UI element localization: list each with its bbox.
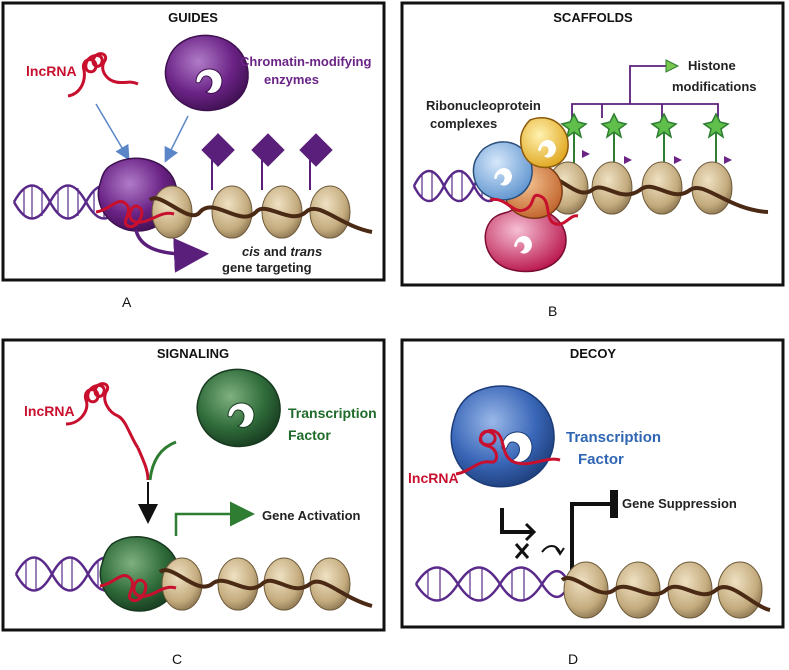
guides-lncrna-strand (67, 52, 139, 98)
signaling-green-strand (148, 440, 177, 481)
guides-enzyme-label-1: Chromatin-modifying (240, 54, 371, 69)
guides-nucleosomes (148, 185, 373, 239)
signaling-tf-label-2: Factor (288, 427, 331, 443)
signaling-bound-tf (99, 536, 180, 612)
guides-arrow-enzyme (164, 115, 189, 163)
decoy-suppression-bar (570, 490, 618, 572)
signaling-bound-lncrna (99, 574, 177, 603)
guides-targeting-arrow (134, 229, 209, 273)
decoy-suppression-label: Gene Suppression (622, 496, 737, 511)
signaling-tf-label-1: Transcription (288, 405, 377, 421)
guides-enzyme-label-2: enzymes (264, 72, 319, 87)
panel-signaling: SIGNALING lncRNA Transcription Factor Ge… (1, 338, 386, 667)
signaling-lncrna-strand (65, 382, 140, 449)
decoy-tf-label-2: Factor (578, 451, 624, 468)
signaling-lncrna-label: lncRNA (24, 403, 75, 419)
panel-scaffolds: SCAFFOLDS Histone modifications Ribonucl… (400, 1, 785, 319)
scaffolds-histone-arrow-head (665, 59, 680, 73)
panel-label-a: A (122, 294, 132, 310)
panel-decoy: DECOY lncRNA Transcription Factor Gene S… (400, 338, 785, 667)
guides-lncrna-label: lncRNA (26, 63, 77, 79)
panel-guides: GUIDES lncRNA Chromatin-modifying enzyme… (1, 1, 386, 310)
scaffolds-histone-label-2: modifications (672, 79, 757, 94)
decoy-lncrna-strand (455, 429, 561, 476)
scaffolds-bracket (571, 65, 719, 118)
guides-bound-lncrna (95, 200, 175, 229)
guides-histone-marks (201, 132, 333, 190)
decoy-transcription-factor (450, 385, 555, 488)
scaffolds-lncrna-strand (489, 193, 579, 226)
decoy-lncrna-label: lncRNA (408, 470, 459, 486)
decoy-tf-label-1: Transcription (566, 429, 661, 446)
signaling-transcription-factor (196, 368, 281, 448)
guides-targeting-label-1: cis and trans (242, 244, 322, 259)
scaffolds-rnp-label-1: Ribonucleoprotein (426, 98, 541, 113)
guides-targeting-label-2: gene targeting (222, 260, 312, 275)
panel-scaffolds-title: SCAFFOLDS (553, 10, 633, 25)
scaffolds-histone-label-1: Histone (688, 58, 736, 73)
guides-arrow-lncrna (95, 103, 130, 161)
scaffolds-star-marks (560, 112, 732, 170)
panel-decoy-title: DECOY (570, 346, 617, 361)
panel-label-b: B (548, 303, 557, 319)
scaffolds-rnp-label-2: complexes (430, 116, 497, 131)
decoy-nucleosomes (560, 561, 771, 619)
signaling-activation-label: Gene Activation (262, 508, 361, 523)
signaling-nucleosomes (158, 557, 373, 611)
decoy-dna-helix (414, 566, 568, 602)
panel-guides-title: GUIDES (168, 10, 218, 25)
panel-label-c: C (172, 651, 182, 667)
guides-enzyme (164, 34, 249, 112)
decoy-blocked-binding (500, 508, 565, 559)
signaling-activation-arrow (174, 501, 255, 536)
panel-label-d: D (568, 651, 578, 667)
panel-signaling-title: SIGNALING (157, 346, 229, 361)
